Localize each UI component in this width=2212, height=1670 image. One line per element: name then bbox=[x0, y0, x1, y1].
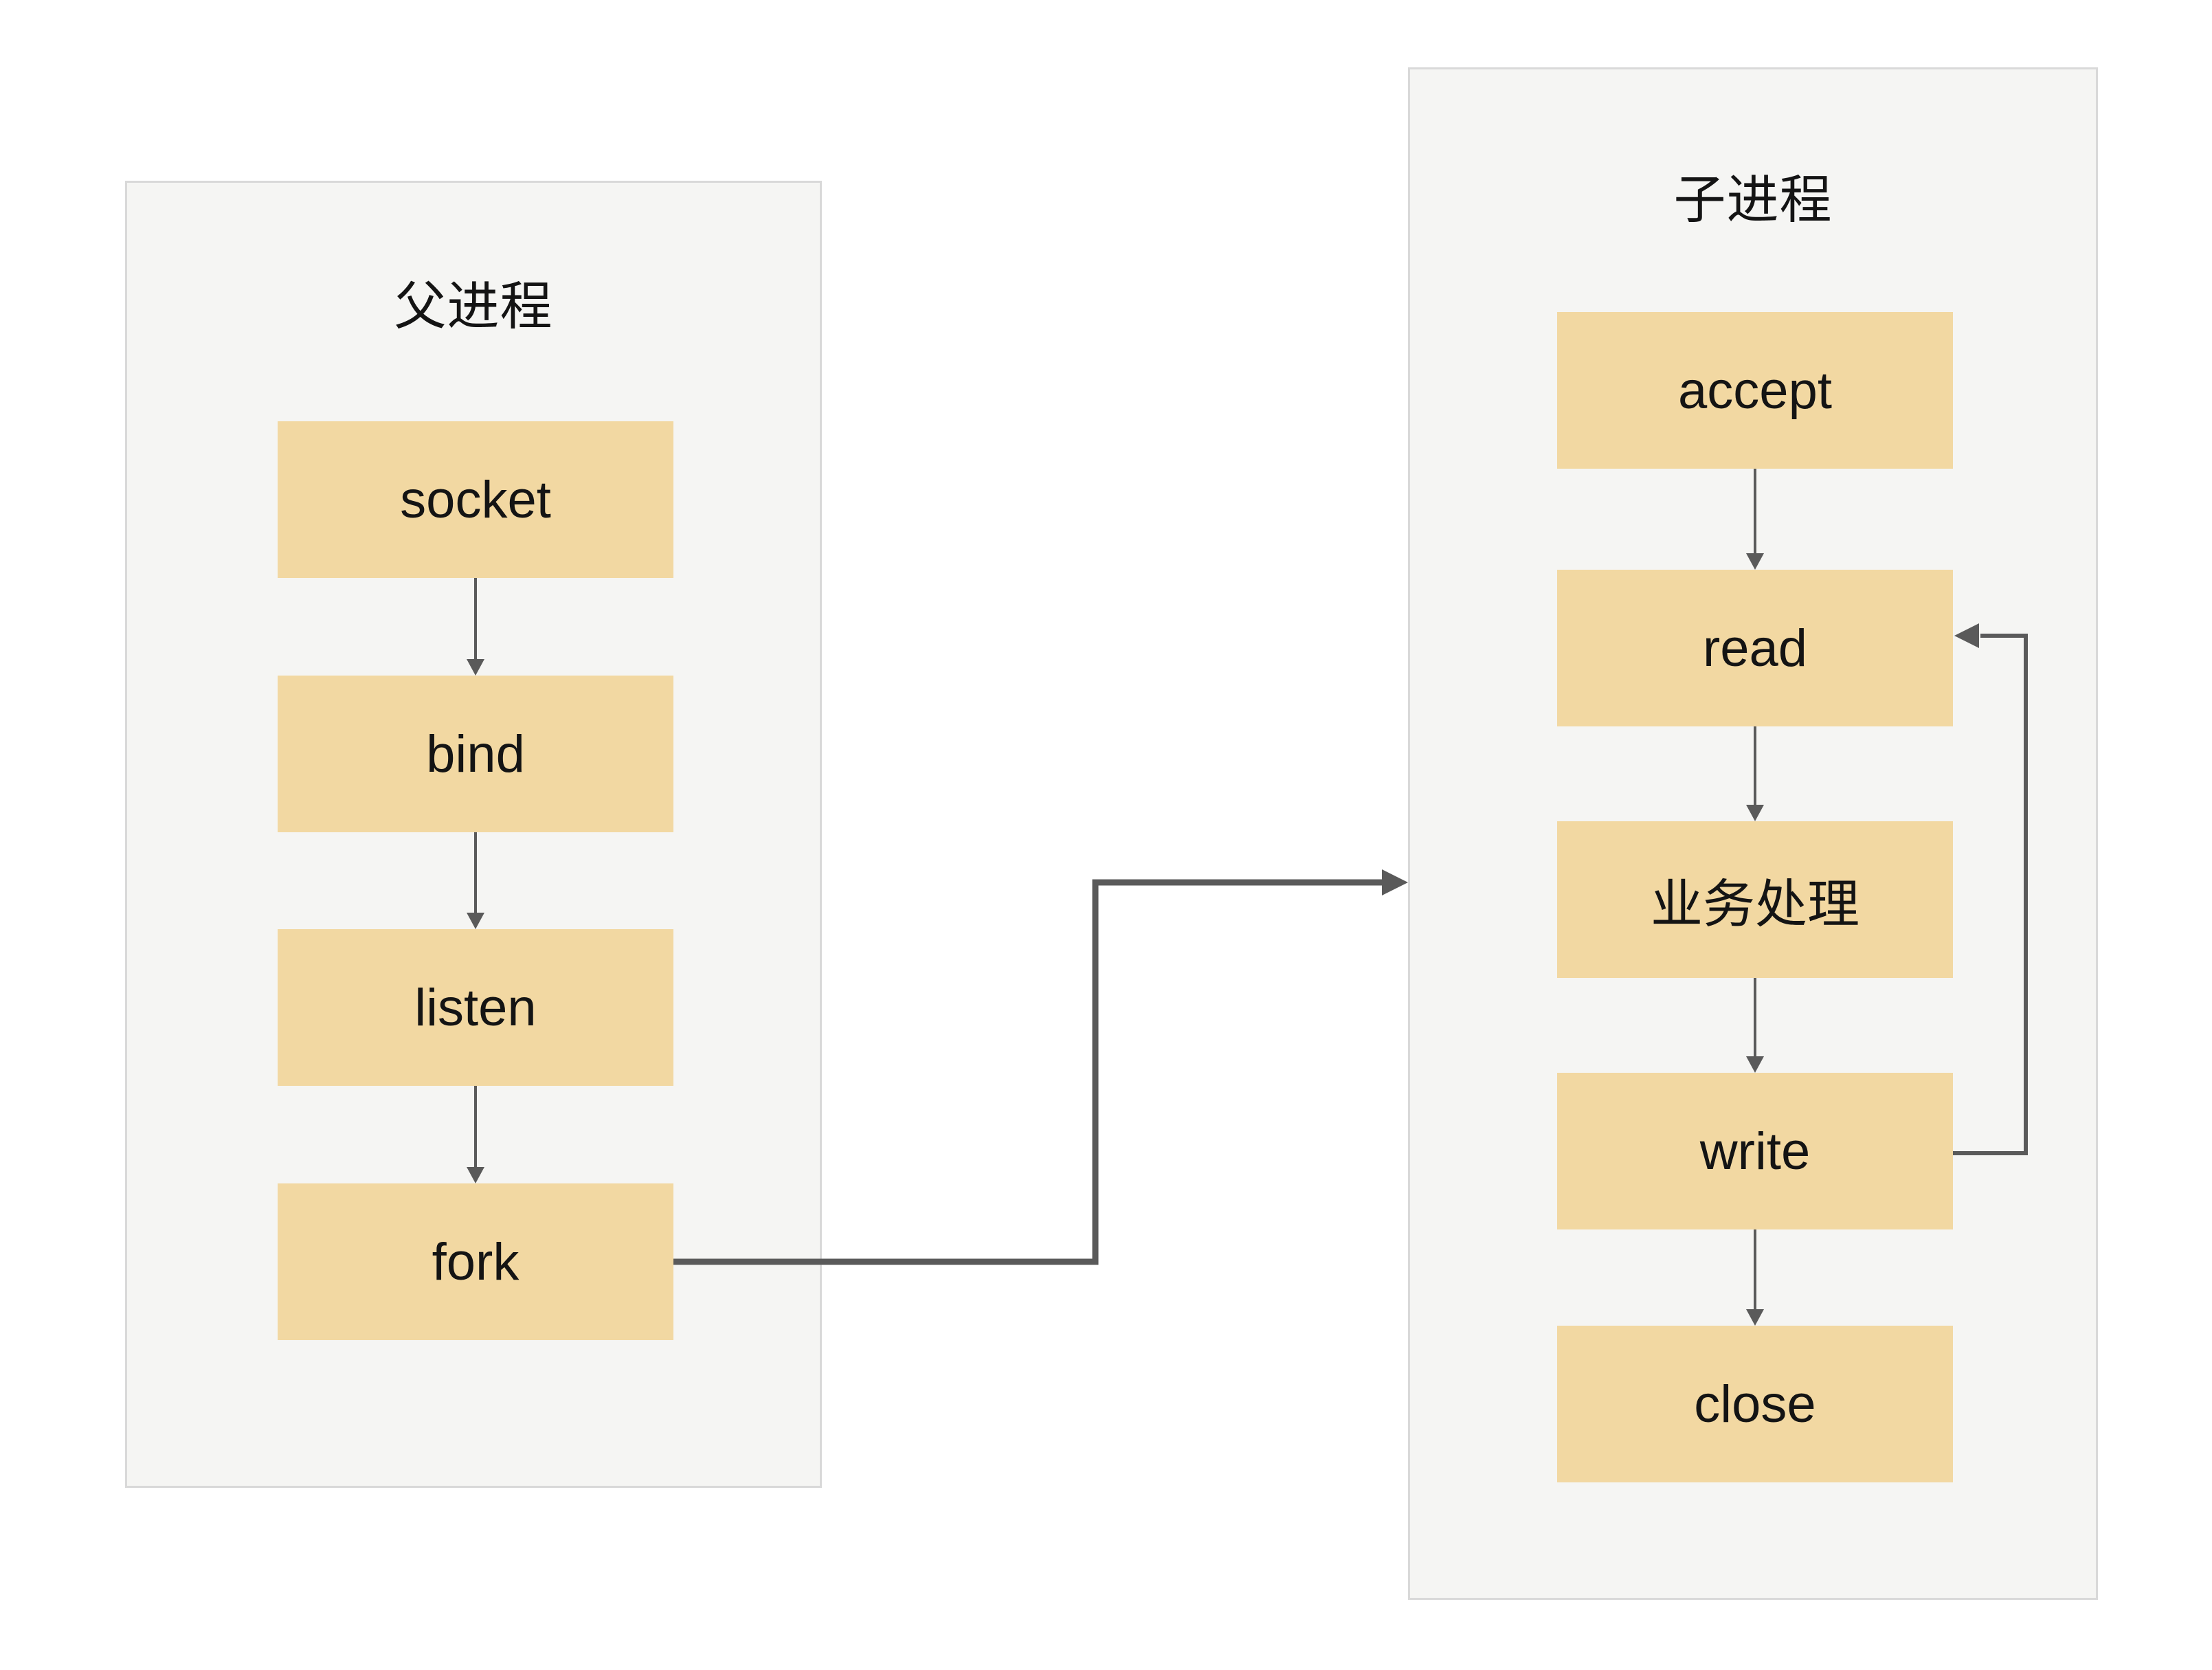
parent-process-title: 父进程 bbox=[394, 278, 553, 336]
node-accept: accept bbox=[1557, 312, 1953, 469]
node-listen: listen bbox=[278, 929, 673, 1086]
node-business-process: 业务处理 bbox=[1557, 821, 1953, 978]
child-process-title: 子进程 bbox=[1673, 171, 1833, 230]
node-bind: bind bbox=[278, 676, 673, 832]
node-close: close bbox=[1557, 1326, 1953, 1482]
node-write: write bbox=[1557, 1073, 1953, 1229]
node-read: read bbox=[1557, 570, 1953, 726]
node-socket: socket bbox=[278, 421, 673, 578]
node-fork: fork bbox=[278, 1183, 673, 1340]
